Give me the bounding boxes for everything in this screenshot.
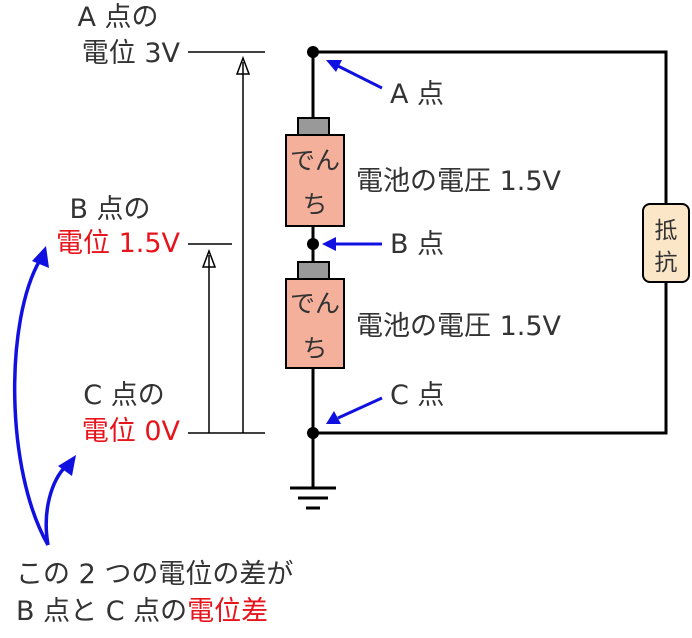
caption-line2: B 点と C 点の電位差: [16, 596, 268, 627]
caption-arrow-to-b: [13, 246, 50, 546]
b-potential-arrowhead: [201, 248, 217, 268]
point-c-potential-title: C 点の: [83, 380, 164, 411]
battery-top-label-line1: でん: [290, 146, 340, 175]
battery-bottom-label-line2: ち: [302, 334, 327, 363]
caption-arrow-to-c: [44, 455, 76, 546]
battery-bottom-label-line1: でん: [290, 289, 340, 318]
resistor: 抵 抗: [642, 203, 690, 283]
battery-top: でん ち: [285, 117, 345, 227]
caption-line2-plain: B 点と C 点の: [16, 596, 187, 627]
battery-top-voltage-label: 電池の電圧 1.5V: [356, 166, 562, 197]
resistor-label-line1: 抵: [655, 218, 678, 244]
point-b-label: B 点: [390, 229, 444, 260]
point-c-potential-value: 電位 0V: [82, 416, 181, 447]
point-a-arrow: [326, 60, 383, 90]
point-c-label: C 点: [390, 380, 444, 411]
battery-top-body: [285, 134, 345, 227]
battery-bottom: でん ち: [285, 261, 345, 369]
junction-a: [307, 46, 319, 58]
resistor-body: [642, 203, 690, 283]
caption-line2-highlight: 電位差: [187, 596, 268, 627]
point-c-arrow: [326, 396, 383, 424]
battery-bottom-voltage-label: 電池の電圧 1.5V: [356, 311, 562, 342]
point-a-potential-value: 電位 3V: [82, 38, 181, 69]
battery-bottom-body: [285, 278, 345, 369]
point-a-label: A 点: [390, 79, 444, 110]
point-b-potential-title: B 点の: [69, 194, 150, 225]
caption-line1: この 2 つの電位の差が: [16, 559, 293, 590]
resistor-label-line2: 抗: [655, 250, 678, 276]
point-b-potential-value: 電位 1.5V: [56, 228, 181, 259]
point-a-potential-title: A 点の: [77, 2, 158, 33]
a-potential-arrowhead: [235, 55, 251, 75]
battery-top-label-line2: ち: [302, 190, 327, 219]
battery-top-terminal: [297, 117, 330, 136]
junction-c: [307, 427, 319, 439]
point-b-arrow: [322, 237, 382, 251]
junction-b: [307, 238, 319, 250]
ground-icon: [290, 486, 336, 510]
battery-bottom-terminal: [297, 261, 330, 280]
